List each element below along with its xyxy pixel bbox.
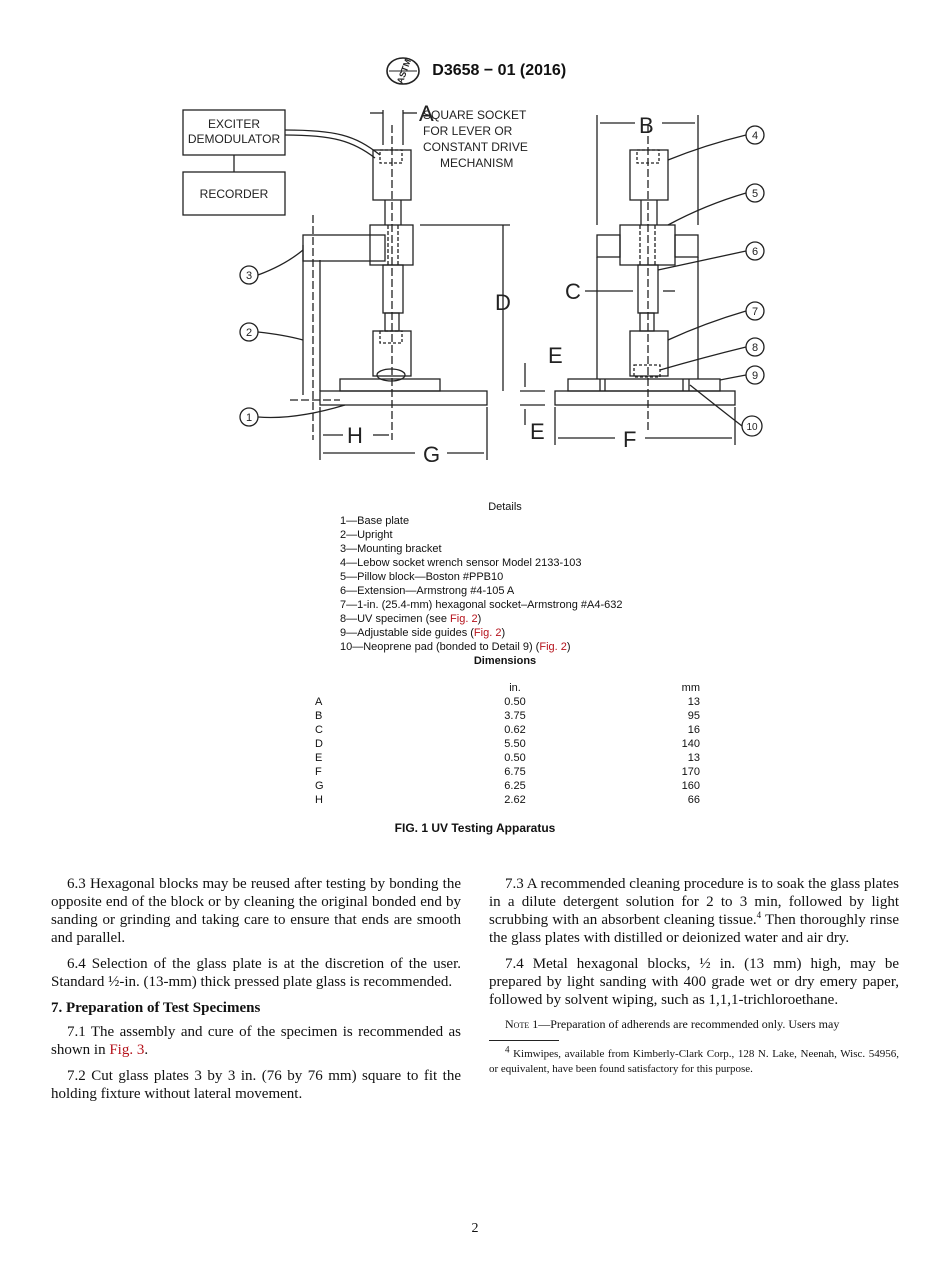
svg-text:G: G	[423, 442, 440, 467]
detail-item: 6—Extension—Armstrong #4-105 A	[340, 585, 515, 597]
detail-item: 8—UV specimen (see Fig. 2)	[340, 613, 482, 625]
section-7-heading: 7. Preparation of Test Specimens	[51, 1000, 261, 1016]
svg-text:E: E	[530, 419, 545, 444]
detail-item: 10—Neoprene pad (bonded to Detail 9) (Fi…	[340, 641, 571, 653]
detail-item: 4—Lebow socket wrench sensor Model 2133-…	[340, 557, 582, 569]
svg-text:MECHANISM: MECHANISM	[440, 156, 513, 170]
svg-text:C: C	[565, 279, 581, 304]
note-1: Note 1—Preparation of adherends are reco…	[505, 1017, 840, 1031]
page-header: ASTM D3658 − 01 (2016)	[0, 56, 950, 86]
right-column: 7.3 A recommended cleaning procedure is …	[489, 875, 899, 1085]
details-legend: Details 1—Base plate 2—Upright 3—Mountin…	[340, 500, 670, 654]
column-header: in.	[509, 682, 521, 694]
figure-caption: FIG. 1 UV Testing Apparatus	[394, 821, 556, 835]
column-header: mm	[681, 682, 700, 694]
paragraph-6-4: 6.4 Selection of the glass plate is at t…	[51, 956, 461, 990]
detail-item: 1—Base plate	[340, 515, 410, 527]
svg-text:1: 1	[246, 412, 252, 424]
svg-text:CONSTANT DRIVE: CONSTANT DRIVE	[423, 140, 528, 154]
detail-item: 3—Mounting bracket	[340, 543, 442, 555]
fig-2-link[interactable]: Fig. 2	[473, 627, 502, 639]
svg-text:EXCITER: EXCITER	[208, 117, 260, 131]
svg-text:D: D	[495, 290, 511, 315]
svg-text:A: A	[419, 101, 434, 126]
astm-logo-icon: ASTM	[386, 57, 420, 85]
column-header	[315, 681, 485, 695]
fig-3-link[interactable]: Fig. 3	[109, 1042, 145, 1058]
left-column: 6.3 Hexagonal blocks may be reused after…	[51, 875, 461, 1111]
svg-text:10: 10	[746, 422, 758, 433]
svg-text:B: B	[639, 113, 654, 138]
paragraph-7-2: 7.2 Cut glass plates 3 by 3 in. (76 by 7…	[51, 1068, 461, 1102]
svg-text:7: 7	[752, 306, 758, 318]
svg-text:RECORDER: RECORDER	[200, 187, 269, 201]
fig-2-link[interactable]: Fig. 2	[539, 641, 567, 653]
detail-item: 5—Pillow block—Boston #PPB10	[340, 571, 504, 583]
svg-text:E: E	[548, 343, 563, 368]
svg-text:5: 5	[752, 188, 758, 200]
paragraph-7-4: 7.4 Metal hexagonal blocks, ½ in. (13 mm…	[489, 956, 899, 1008]
svg-text:6: 6	[752, 246, 758, 258]
svg-text:3: 3	[246, 270, 252, 282]
paragraph-7-3: 7.3 A recommended cleaning procedure is …	[489, 876, 899, 946]
svg-text:9: 9	[752, 370, 758, 382]
detail-item: 9—Adjustable side guides (Fig. 2)	[340, 627, 506, 639]
fig-2-link[interactable]: Fig. 2	[450, 613, 478, 625]
details-heading: Details	[488, 501, 522, 513]
paragraph-6-3: 6.3 Hexagonal blocks may be reused after…	[51, 876, 461, 946]
svg-text:F: F	[623, 427, 636, 452]
dimensions-heading: Dimensions	[473, 655, 537, 667]
svg-text:2: 2	[246, 327, 252, 339]
detail-item: 7—1-in. (25.4-mm) hexagonal socket–Armst…	[340, 599, 623, 611]
uv-testing-apparatus-diagram: EXCITER DEMODULATOR RECORDER SQUARE SOCK…	[182, 101, 765, 467]
svg-text:SQUARE SOCKET: SQUARE SOCKET	[423, 108, 527, 122]
detail-item: 2—Upright	[340, 529, 393, 541]
svg-text:H: H	[347, 423, 363, 448]
svg-text:4: 4	[752, 130, 758, 142]
page-number: 2	[471, 1221, 479, 1236]
document-designation: D3658 − 01 (2016)	[432, 62, 567, 79]
footnote-reference[interactable]: 4	[756, 910, 762, 920]
svg-text:8: 8	[752, 342, 758, 354]
svg-text:DEMODULATOR: DEMODULATOR	[188, 132, 281, 146]
footnote-divider	[489, 1040, 559, 1041]
table-header-row: in. mm	[315, 681, 700, 695]
svg-text:FOR LEVER OR: FOR LEVER OR	[423, 124, 513, 138]
footnote-4: 4 Kimwipes, available from Kimberly-Clar…	[489, 1044, 899, 1075]
paragraph-7-1: 7.1 The assembly and cure of the specime…	[51, 1024, 461, 1058]
